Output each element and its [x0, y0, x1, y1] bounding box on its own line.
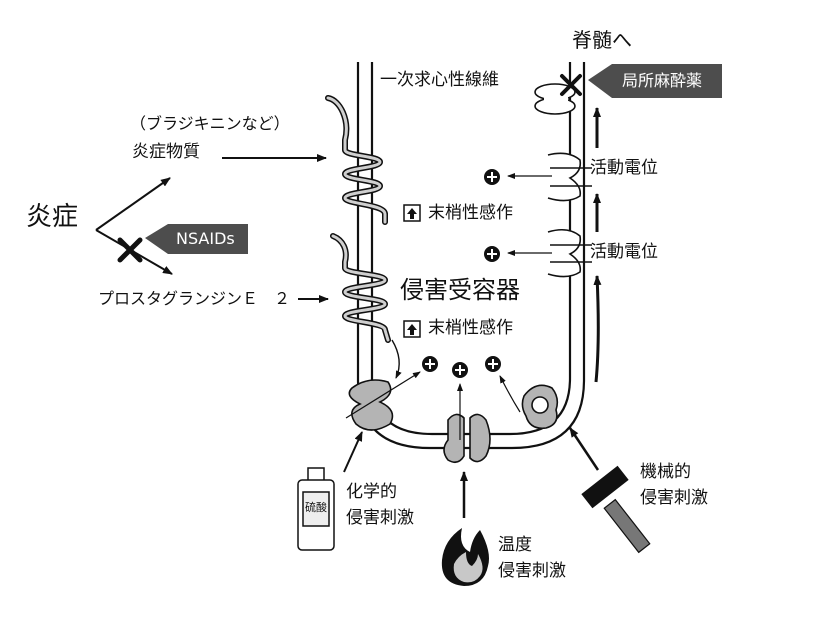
thermal-stimulus-label-1: 温度: [498, 535, 532, 555]
hammer-icon: [581, 465, 651, 554]
channel-mid: [547, 152, 592, 202]
bottle-icon: [297, 467, 335, 551]
fiber-inner-wall: [370, 62, 572, 436]
nociceptor-label: 侵害受容器: [400, 276, 520, 304]
primary-afferent-fiber-label: 一次求心性線維: [380, 70, 499, 90]
arrow-chem-to-plus: [345, 371, 421, 419]
x-mark-icon: [117, 237, 143, 263]
channel-low: [547, 228, 592, 278]
up-arrow-box-icon: [403, 204, 421, 222]
chemical-stimulus-label-1: 化学的: [346, 482, 397, 502]
peripheral-sensitization-upper-label: 末梢性感作: [428, 203, 513, 223]
action-potential-lower-label: 活動電位: [590, 242, 658, 262]
local-anesthetic-tag: [588, 64, 722, 98]
plus-circle-icon: [484, 169, 500, 185]
peripheral-sensitization-lower-label: 末梢性感作: [428, 318, 513, 338]
arrow-inflammation-to-substance: [95, 177, 171, 231]
chemical-stimulus-label-2: 侵害刺激: [346, 508, 414, 528]
arrow-ending-to-channel: [391, 339, 402, 379]
arrow-mechanical-stimulus: [568, 427, 600, 471]
arrow-mech-to-plus: [499, 375, 521, 413]
mechanical-stimulus-label-1: 機械的: [640, 462, 691, 482]
plus-circle-icon: [484, 246, 500, 262]
mechanical-stimulus-label-2: 侵害刺激: [640, 488, 708, 508]
nerve-ending-lower-fill: [331, 234, 390, 342]
arrow-chemical-stimulus: [343, 431, 363, 473]
spinal-cord-label: 脊髄へ: [572, 28, 632, 52]
thermal-stimulus-label-2: 侵害刺激: [498, 561, 566, 581]
local-anesthetic-label: 局所麻酔薬: [622, 71, 703, 90]
channel-chemical: [348, 379, 394, 431]
x-mark-icon: [560, 74, 582, 96]
bottle-label: 硫酸: [305, 501, 327, 514]
arrow-up-3: [593, 275, 602, 383]
nerve-ending-upper-fill: [326, 96, 387, 224]
action-potential-upper-label: 活動電位: [590, 158, 658, 178]
channel-thermal: [443, 413, 491, 464]
nsaids-label: NSAIDs: [176, 229, 235, 248]
inflammatory-substance-label: 炎症物質: [132, 142, 200, 162]
prostaglandin-label: プロスタグランジンＥ ２: [98, 289, 291, 308]
inflammation-label: 炎症: [26, 202, 79, 232]
bradykinin-label: （ブラジキニンなど）: [130, 114, 290, 133]
plus-circle-icon: [422, 356, 438, 372]
plus-circle-icon: [485, 356, 501, 372]
plus-circle-icon: [452, 362, 468, 378]
flame-icon: [441, 528, 489, 586]
nsaids-tag: [145, 224, 248, 254]
up-arrow-box-icon: [403, 320, 421, 338]
channel-mechanical: [521, 384, 559, 430]
